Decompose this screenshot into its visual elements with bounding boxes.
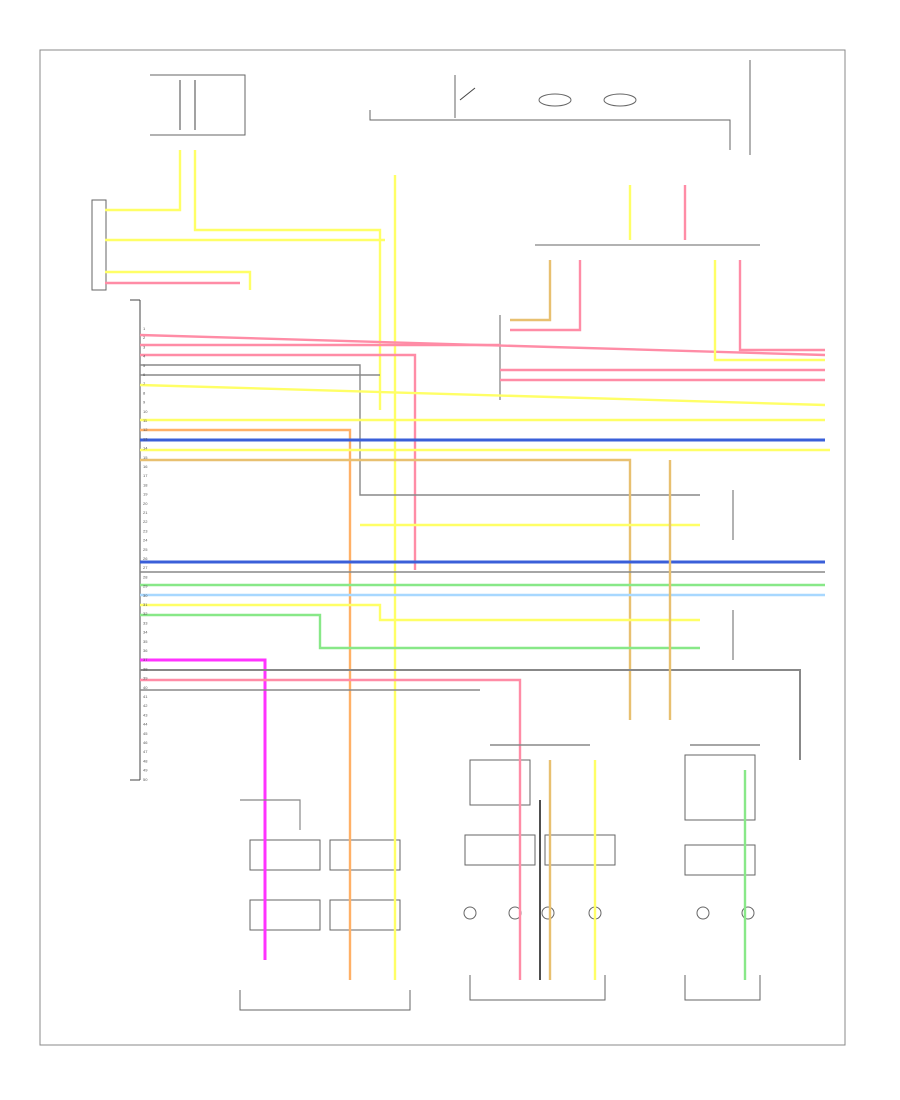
pin-number: 6 (143, 372, 146, 377)
wire-yellow-feed-2 (193, 150, 382, 410)
wire-yellow-feed-4 (105, 270, 252, 290)
sensor-module-upper (499, 244, 760, 400)
pin-number: 43 (143, 712, 148, 717)
pin-number: 23 (143, 528, 148, 533)
pin-number: 26 (143, 556, 148, 561)
pin-number: 46 (143, 740, 148, 745)
pin-number: 13 (143, 436, 148, 441)
wire-tan-1 (140, 458, 632, 720)
wire-yellow-9 (140, 603, 700, 622)
pin-number: 5 (143, 363, 146, 368)
pin-number: 49 (143, 768, 148, 773)
wire-pink-3 (140, 353, 417, 570)
wire-group (105, 150, 830, 980)
wire-orange-1 (140, 428, 352, 980)
pin-number: 21 (143, 510, 148, 515)
pin-number: 10 (143, 409, 148, 414)
pin-number: 7 (143, 381, 146, 386)
pin-number: 17 (143, 473, 148, 478)
pin-number: 18 (143, 482, 148, 487)
pin-number: 45 (143, 731, 148, 736)
pin-number: 39 (143, 676, 148, 681)
seat-belt-pretensioner-left (239, 839, 411, 1011)
pin-number: 2 (143, 335, 146, 340)
pin-number: 1 (143, 326, 146, 331)
pin-number: 9 (143, 400, 146, 405)
pin-number: 37 (143, 657, 148, 662)
wire-gray-4 (140, 669, 801, 760)
pin-number: 4 (143, 354, 146, 359)
ignition-switch-block (369, 60, 751, 155)
wire-pink-8 (510, 260, 582, 332)
pin-number: 44 (143, 722, 148, 727)
pin-number: 19 (143, 492, 148, 497)
pin-number: 24 (143, 538, 148, 543)
pin-number: 14 (143, 446, 148, 451)
pin-number: 25 (143, 547, 148, 552)
pin-number: 29 (143, 584, 148, 589)
pin-number: 28 (143, 574, 148, 579)
diagram-frame (39, 49, 846, 1046)
pin-number: 27 (143, 565, 148, 570)
pin-number: 36 (143, 648, 148, 653)
pin-number: 47 (143, 749, 148, 754)
wire-yellow-5 (139, 383, 826, 407)
pin-number: 12 (143, 427, 148, 432)
wire-magenta-1 (140, 658, 267, 960)
pin-number: 33 (143, 620, 148, 625)
pin-number: 34 (143, 630, 148, 635)
fuse-block (150, 74, 246, 136)
pin-number: 41 (143, 694, 148, 699)
wire-pink-9 (738, 260, 825, 352)
pin-number: 30 (143, 593, 148, 598)
pin-number: 15 (143, 455, 148, 460)
wire-gray-8 (240, 799, 301, 830)
pin-number: 38 (143, 666, 148, 671)
pin-number: 3 (143, 344, 146, 349)
pin-number: 22 (143, 519, 148, 524)
wire-yellow-feed-1 (105, 150, 182, 212)
pin-number: 35 (143, 639, 148, 644)
wire-tan-2 (510, 260, 552, 322)
pin-number: 8 (143, 390, 146, 395)
airbag-module-connector (130, 299, 141, 781)
wire-yellow-11 (713, 260, 825, 362)
left-connector (91, 199, 107, 291)
pin-number: 50 (143, 777, 148, 782)
pin-number-column: 1234567891011121314151617181920212223242… (143, 326, 148, 782)
wire-green-2 (140, 613, 700, 650)
pin-number: 48 (143, 758, 148, 763)
wire-gray-1 (140, 364, 700, 496)
seat-belt-pretensioner-center (463, 759, 616, 1001)
pin-number: 20 (143, 501, 148, 506)
pin-number: 40 (143, 685, 148, 690)
pin-number: 16 (143, 464, 148, 469)
pin-number: 32 (143, 611, 148, 616)
seat-belt-pretensioner-right (684, 754, 761, 1001)
pin-number: 11 (143, 418, 148, 423)
pin-number: 42 (143, 703, 148, 708)
wire-pink-6 (140, 678, 522, 980)
pin-number: 31 (143, 602, 148, 607)
